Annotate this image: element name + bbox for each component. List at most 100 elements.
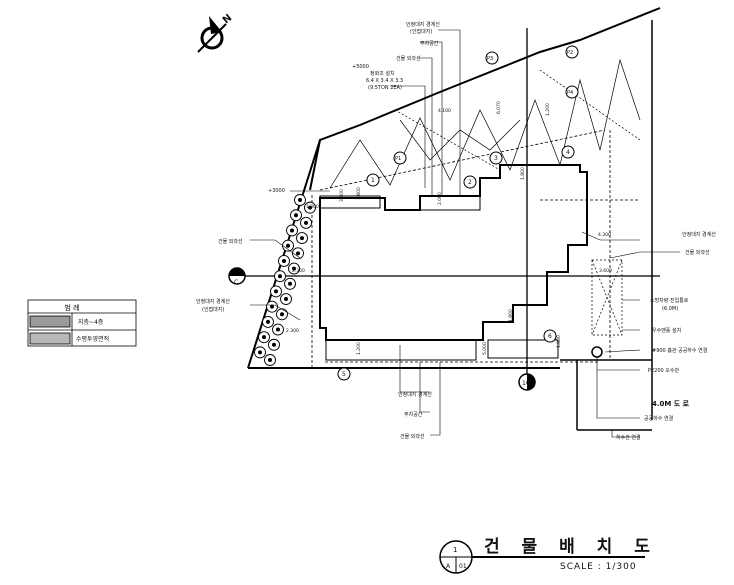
marker-p4: P4 [565,85,579,99]
annotation-bottom-1: 안정대지 경계선 [398,391,432,398]
tree-trunk-icon [292,266,296,271]
dimension-label: 6.070 [496,101,502,114]
tree-trunk-icon [286,243,290,248]
tree-trunk-icon [258,350,262,355]
annotation-boundary-a: 건물 외곽선 [396,55,421,62]
north-label: N [221,12,234,26]
dimension-label: 1.800 [556,335,562,348]
section-line [244,28,660,390]
annotation-septic-1: 정화조 설치 [370,70,395,77]
annotation-right-8: 하수관 연결 [616,434,641,441]
manhole-icon [591,346,603,358]
annotation-bottom-2: 주차공간 [404,411,423,418]
annotation-road: 4.0M 도 로 [652,400,690,408]
annotations: 안정대지 경계선 (인접대지) 주차공간 건물 외곽선 정화조 설치 6.4 X… [196,21,716,441]
marker-p2: P2 [565,45,579,59]
dimension-label: 2.300 [286,328,299,334]
legend-title: 범 례 [64,303,79,312]
dimension-label: 1.800 [306,204,319,210]
tree-trunk-icon [284,297,288,302]
landscaping-trees [254,194,316,366]
road-boundary [560,20,653,431]
annotation-right-6: #900 흄관 공공하수 연결 [652,347,708,354]
legend-swatch-floors [29,315,71,328]
marker-5: 5 [337,367,351,381]
parking-hatch-top [329,58,641,189]
annotation-left-2: 안정대지 경계선 [196,298,230,305]
svg-text:2: 2 [468,179,472,186]
annotation-bottom-3: 건물 외곽선 [400,433,425,440]
setback-lines [311,129,640,368]
marker-2: 2 [463,175,477,189]
sheet-letter: A [446,563,451,570]
tree-trunk-icon [262,335,266,340]
north-arrow-icon: N [197,12,234,53]
annotation-court: 주차공간 [420,40,439,47]
tree-trunk-icon [272,342,276,347]
tree-trunk-icon [294,213,298,218]
annotation-top-upper2: (인접대지) [410,28,432,35]
svg-text:P3: P3 [487,56,493,62]
tree-trunk-icon [304,220,308,225]
septic-tank-right [591,259,623,336]
tree-trunk-icon [278,274,282,279]
svg-text:C: C [234,279,238,286]
legend-label-floors: 지층~4층 [78,318,104,326]
dimension-label: 2.300 [292,268,305,274]
tree-trunk-icon [280,312,284,317]
marker-p3: P3 [485,51,499,65]
dimension-label: 3.600 [339,189,345,202]
title-block: 1 A 01 건 물 배 치 도 SCALE : 1/300 [439,537,658,574]
legend-label-projection: 수평투영면적 [76,335,109,343]
marker-6: 6 [543,329,557,343]
tree-trunk-icon [300,236,304,241]
annotation-right-2: 건물 외곽선 [685,249,710,256]
svg-text:6: 6 [548,333,552,340]
site-boundary [247,7,661,369]
svg-text:4: 4 [566,149,570,156]
annotation-right-5: 우수맨홀 설치 [652,327,681,334]
section-marker-10: 10 [518,373,536,391]
dimension-label: 3.600 [599,268,612,274]
tree-trunk-icon [308,205,312,210]
svg-text:P1: P1 [395,156,401,162]
annotation-right-4: (6.0M) [662,306,678,312]
tree-trunk-icon [268,358,272,362]
grid-markers: 1 2 3 4 5 6 P1 P2 P3 P4 [337,45,579,381]
svg-text:3: 3 [494,155,498,162]
tree-trunk-icon [282,258,286,263]
drawing-scale: SCALE : 1/300 [560,562,637,572]
leader-lines [250,29,680,438]
legend: 범 례 지층~4층 수평투영면적 [27,299,137,347]
dimension-label: 4.300 [598,232,611,238]
annotation-level-2: +3000 [268,188,285,194]
section-marker-c: C [228,267,246,286]
annotation-septic-2: 6.4 X 3.4 X 3.3 [366,78,403,84]
annotation-right-3: 소방차량 진입통로 [650,297,689,304]
tree-trunk-icon [288,281,292,286]
building-projections [319,195,559,361]
dimension-label: 4.100 [438,108,451,114]
svg-text:10: 10 [522,380,530,387]
sheet-number: 1 [453,546,457,554]
dimension-label: 1.200 [545,103,551,116]
svg-text:5: 5 [342,371,346,378]
tree-trunk-icon [290,228,294,233]
tree-trunk-icon [270,304,274,309]
tree-trunk-icon [276,327,280,332]
annotation-left-1: 건물 외곽선 [218,238,243,245]
marker-1: 1 [366,173,380,187]
annotation-level-1: +5000 [352,64,369,70]
annotation-top-upper: 안정대지 경계선 [406,21,440,28]
dimension-labels: 1.800 4.100 3.600 6.070 1.800 1.200 4.30… [286,101,612,355]
dimension-label: 2.000 [437,192,443,205]
svg-text:1: 1 [371,177,375,184]
tree-trunk-icon [298,198,302,202]
svg-text:P2: P2 [567,50,573,56]
drawing-title: 건 물 배 치 도 [484,537,658,557]
tree-trunk-icon [266,319,270,324]
annotation-right-1: 안정대지 경계선 [682,231,716,238]
legend-swatch-projection [29,332,71,345]
dimension-label: 1.600 [356,187,362,200]
